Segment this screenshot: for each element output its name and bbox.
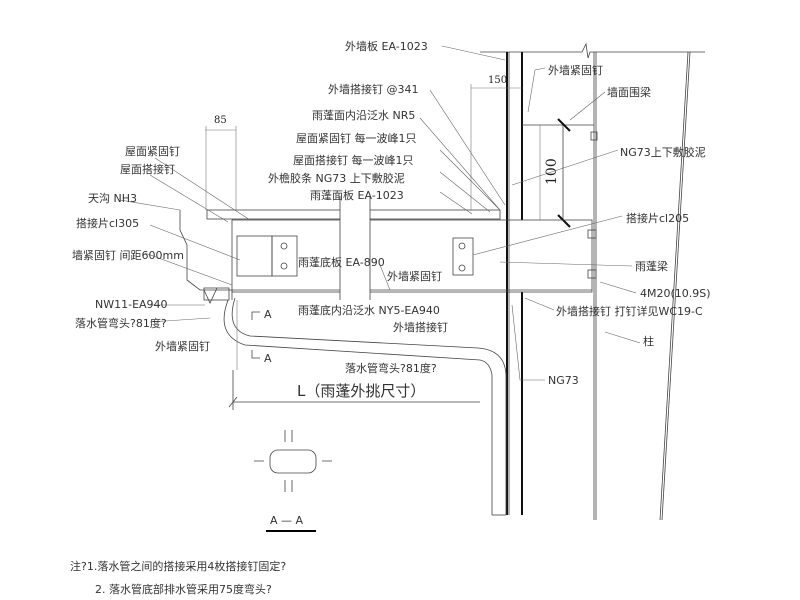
label-wall-lap-detail: 外墙搭接钉 打钉详见WC19-C: [556, 304, 703, 318]
label-wall-fastener-mid: 外墙紧固钉: [387, 269, 442, 283]
label-elbow-left: 落水管弯头?81度?: [75, 316, 167, 330]
note-1: 注?1.落水管之间的搭接采用4枚搭接钉固定?: [70, 559, 286, 573]
label-soffit-flashing: 雨蓬底内沿泛水 NY5-EA940: [298, 303, 440, 317]
label-wall-fastener-spacing: 墙紧固钉 间距600mm: [72, 248, 184, 262]
label-canopy-panel: 雨蓬面板 EA-1023: [310, 188, 404, 202]
wall-girt: [522, 118, 598, 228]
label-wall-girt: 墙面围梁: [607, 85, 651, 99]
label-canopy-beam: 雨蓬梁: [635, 259, 668, 273]
label-lap-plate-305: 搭接片cl305: [76, 217, 139, 230]
label-roof-lap-each: 屋面搭接钉 每一波峰1只: [293, 153, 414, 167]
dimension-lines: [205, 84, 541, 410]
label-canopy-top-flashing: 雨蓬面内沿泛水 NR5: [312, 108, 415, 122]
label-wall-lap-341: 外墙搭接钉 @341: [328, 82, 419, 96]
annotations: 外墙板 EA-1023 外墙紧固钉 墙面围梁 外墙搭接钉 @341 雨蓬面内沿泛…: [70, 39, 711, 596]
label-roof-fastener-each: 屋面紧固钉 每一波峰1只: [296, 131, 417, 145]
label-gutter: 天沟 NH3: [88, 192, 137, 205]
label-eave-strip: 外檐胶条 NG73 上下敷胶泥: [268, 171, 405, 185]
label-wall-fastener-low: 外墙紧固钉: [155, 339, 210, 353]
leader-lines: [119, 45, 641, 381]
section-markers: [251, 311, 260, 359]
note-2: 2. 落水管底部排水管采用75度弯头?: [95, 582, 272, 596]
label-column: 柱: [643, 334, 654, 348]
label-canopy-soffit: 雨蓬底板 EA-890: [298, 255, 385, 269]
wall-and-column: [480, 42, 705, 521]
label-overhang: L（雨蓬外挑尺寸）: [297, 382, 425, 400]
dimension-150: 150: [488, 75, 507, 86]
canopy-beam: [206, 196, 597, 300]
section-a-a: [254, 430, 332, 532]
label-ng73: NG73: [548, 374, 579, 387]
dimension-85: 85: [214, 115, 227, 126]
label-roof-fastener: 屋面紧固钉: [125, 145, 180, 158]
label-wall-panel: 外墙板 EA-1023: [345, 39, 428, 53]
label-lap-plate-205: 搭接片cl205: [626, 212, 689, 225]
section-mark-top: A: [264, 308, 272, 321]
dimension-100: 100: [544, 158, 560, 185]
label-ng73-sealant: NG73上下敷胶泥: [620, 145, 706, 159]
section-mark-bottom: A: [264, 352, 272, 365]
label-roof-lap: 屋面搭接钉: [120, 163, 175, 176]
label-elbow-right: 落水管弯头?81度?: [345, 361, 437, 375]
downpipe: [223, 297, 507, 516]
label-wall-lap-mid: 外墙搭接钉: [393, 320, 448, 334]
label-nw11: NW11-EA940: [95, 298, 168, 311]
label-bolts: 4M20(10.9S): [640, 287, 711, 300]
gutter: [179, 210, 233, 304]
label-wall-fastener-top: 外墙紧固钉: [548, 63, 603, 77]
section-title: A — A: [270, 514, 304, 527]
